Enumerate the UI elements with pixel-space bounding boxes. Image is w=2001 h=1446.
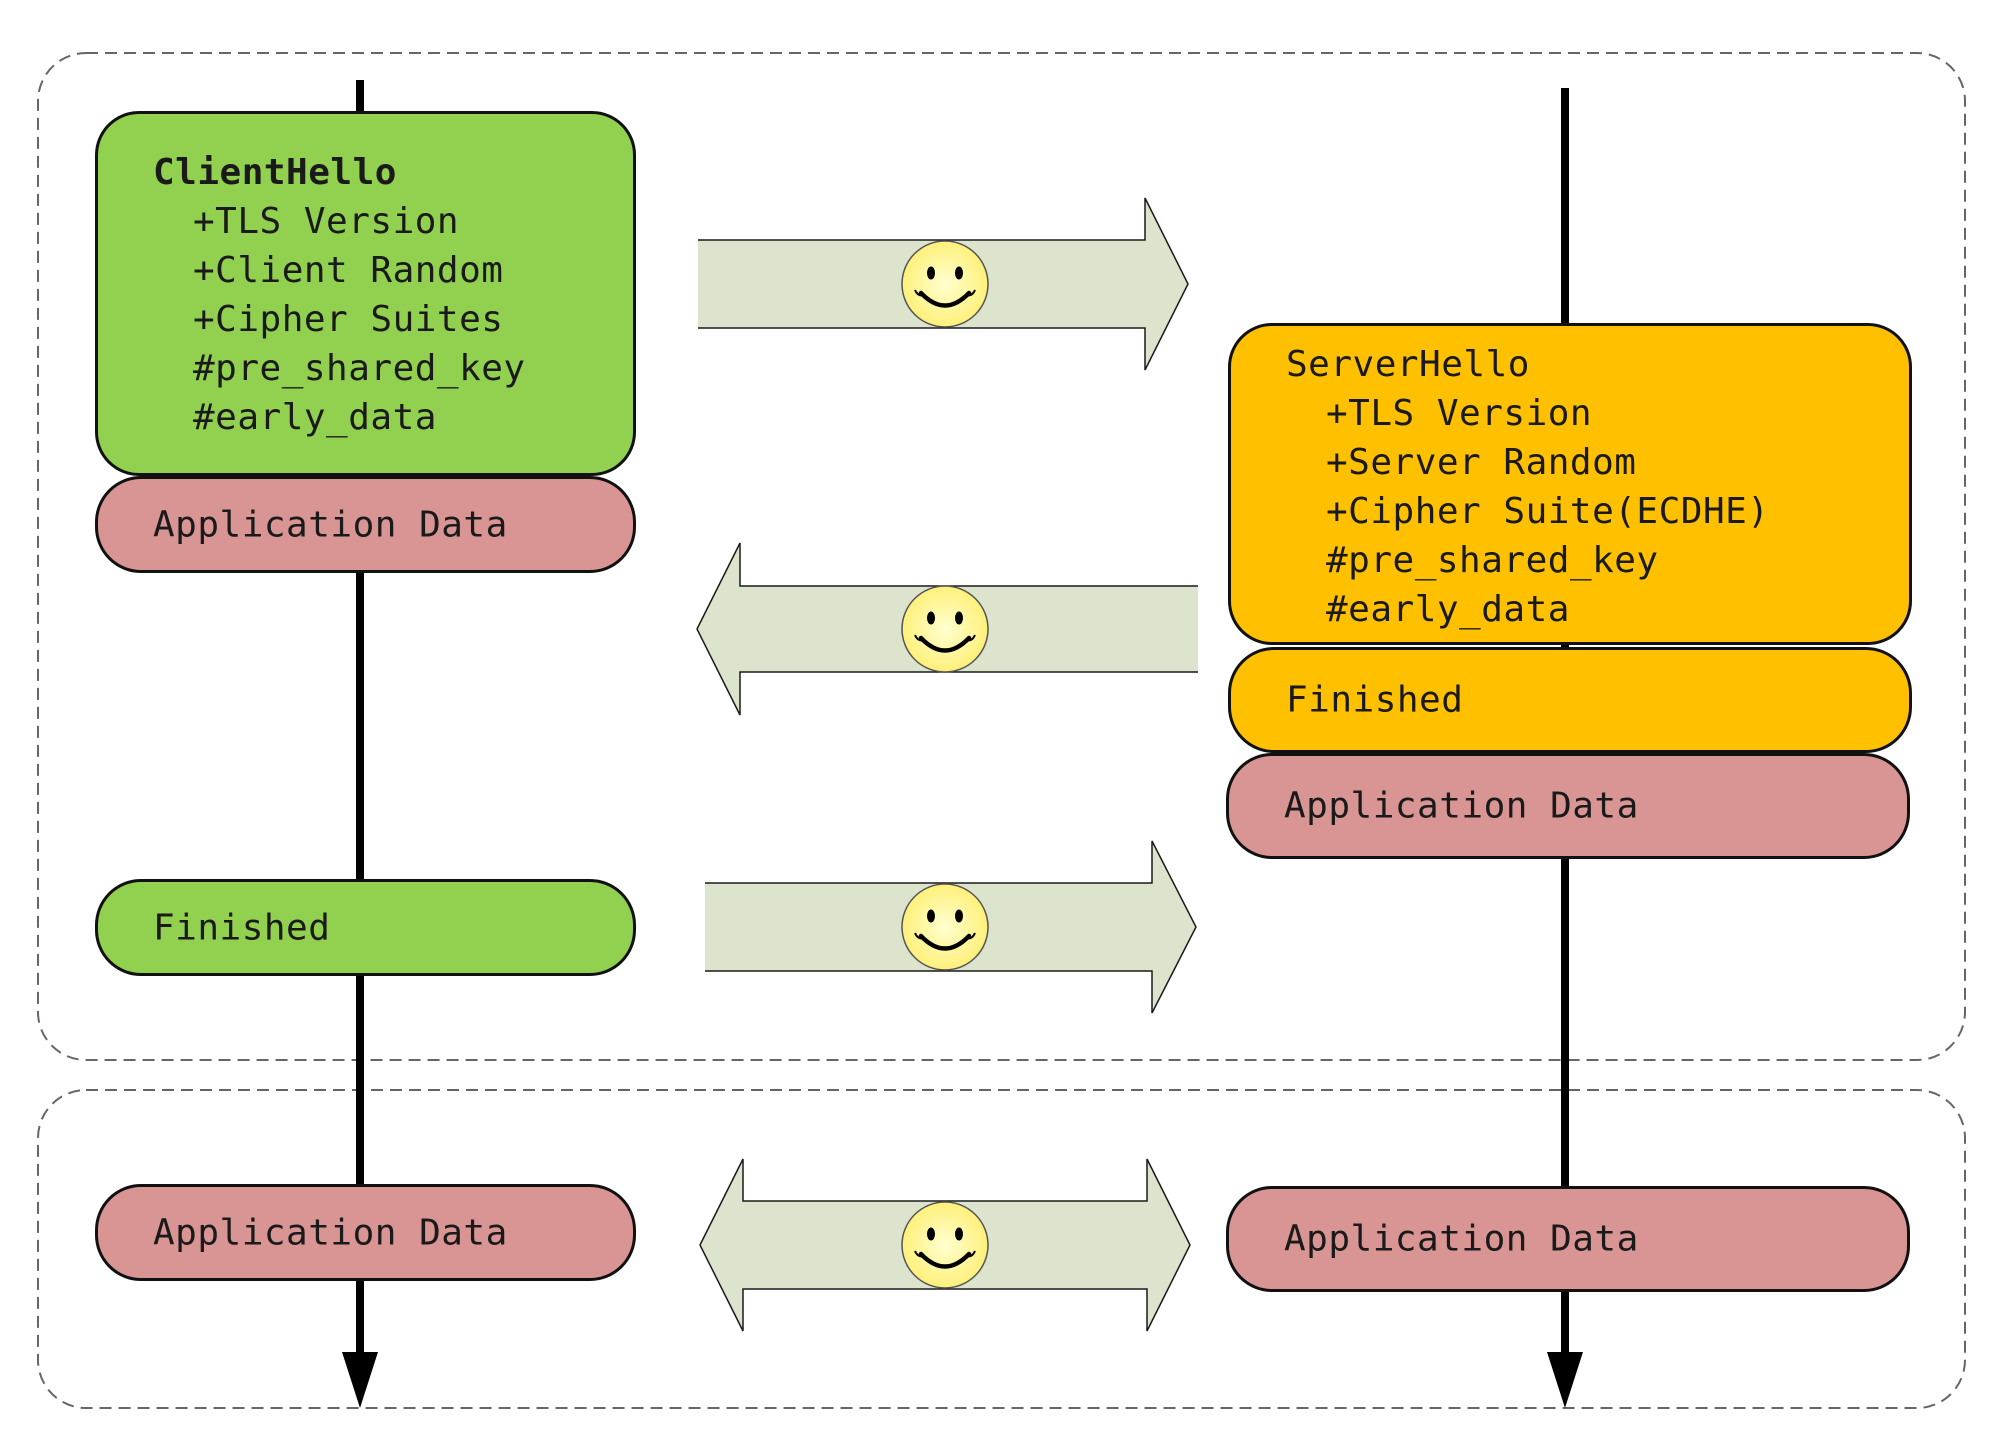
client-finished-box: Finished xyxy=(95,879,636,976)
server-hello-item: +Server Random xyxy=(1326,442,1637,483)
smiley-icon xyxy=(901,1201,989,1289)
client-hello-title: ClientHello xyxy=(153,152,397,193)
client-hello-box: ClientHello +TLS Version +Client Random … xyxy=(95,111,636,476)
client-early-application-data-label: Application Data xyxy=(153,504,508,545)
client-hello-item: +Cipher Suites xyxy=(193,299,504,340)
server-hello-item: +Cipher Suite(ECDHE) xyxy=(1326,491,1770,532)
client-hello-item: #early_data xyxy=(193,397,437,438)
data-phase-group xyxy=(37,1089,1966,1409)
server-early-application-data-label: Application Data xyxy=(1284,785,1639,827)
server-hello-box: ServerHello +TLS Version +Server Random … xyxy=(1228,323,1912,645)
server-hello-title: ServerHello xyxy=(1286,344,1530,385)
server-early-application-data-box: Application Data xyxy=(1226,753,1910,859)
smiley-icon xyxy=(901,883,989,971)
server-finished-box: Finished xyxy=(1228,647,1912,753)
client-application-data-label: Application Data xyxy=(153,1212,508,1253)
client-hello-item: +Client Random xyxy=(193,250,504,291)
client-early-application-data-box: Application Data xyxy=(95,476,636,573)
server-hello-item: #pre_shared_key xyxy=(1326,540,1659,581)
client-application-data-box: Application Data xyxy=(95,1184,636,1281)
client-hello-content: ClientHello +TLS Version +Client Random … xyxy=(153,148,526,442)
server-application-data-label: Application Data xyxy=(1284,1218,1639,1260)
smiley-icon xyxy=(901,585,989,673)
handshake-phase-group xyxy=(37,52,1966,1061)
server-finished-label: Finished xyxy=(1286,679,1464,721)
client-hello-item: #pre_shared_key xyxy=(193,348,526,389)
server-hello-item: #early_data xyxy=(1326,589,1570,630)
server-application-data-box: Application Data xyxy=(1226,1186,1910,1292)
client-hello-item: +TLS Version xyxy=(193,201,460,242)
client-timeline-arrowhead xyxy=(342,1352,378,1408)
server-timeline-arrowhead xyxy=(1547,1352,1583,1408)
server-hello-item: +TLS Version xyxy=(1326,393,1593,434)
smiley-icon xyxy=(901,240,989,328)
server-hello-content: ServerHello +TLS Version +Server Random … xyxy=(1286,340,1769,634)
client-finished-label: Finished xyxy=(153,907,331,948)
